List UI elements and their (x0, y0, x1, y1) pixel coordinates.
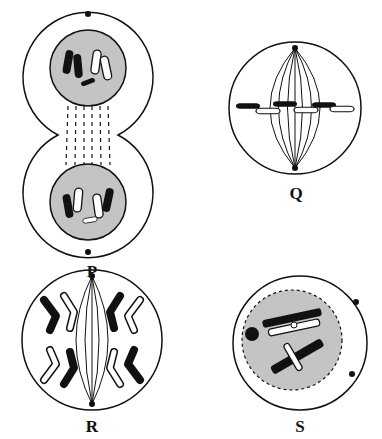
cell-s (233, 276, 367, 410)
cell-r (22, 270, 162, 410)
panel-letter: S (295, 418, 304, 435)
panel-letter: Q (289, 185, 302, 202)
panel-letter: P (87, 263, 97, 280)
panel-letter: R (86, 418, 98, 435)
cell-p (23, 12, 153, 257)
cell-q (229, 42, 361, 174)
